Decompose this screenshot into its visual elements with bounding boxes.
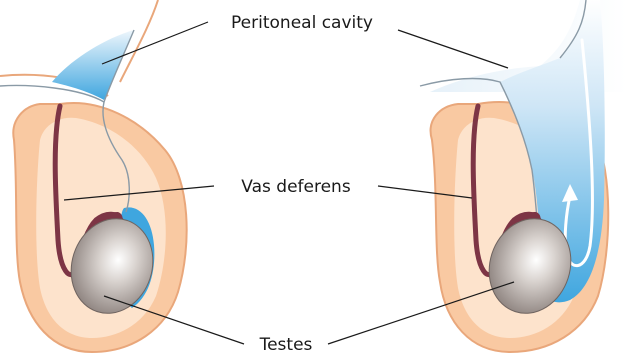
label-testes: Testes bbox=[259, 335, 313, 355]
right-panel-open bbox=[420, 0, 627, 352]
leader-peritoneal-right bbox=[398, 30, 508, 68]
label-vas-deferens: Vas deferens bbox=[241, 177, 351, 197]
left-panel-closed bbox=[0, 0, 187, 352]
label-peritoneal-cavity: Peritoneal cavity bbox=[231, 13, 373, 33]
